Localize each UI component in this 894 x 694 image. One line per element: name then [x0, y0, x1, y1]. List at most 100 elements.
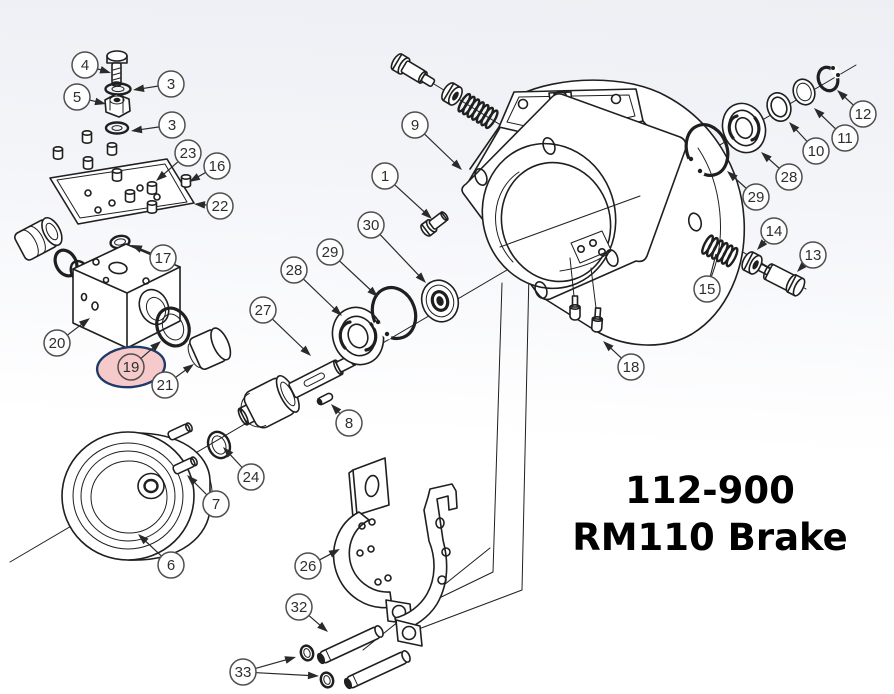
leader-arrowhead: [797, 261, 808, 272]
part-shaft-coupling: [237, 354, 357, 429]
callout-8[interactable]: 8: [331, 404, 363, 437]
callout-circle: [206, 192, 234, 220]
callout-4[interactable]: 4: [71, 51, 111, 79]
leader-arrowhead: [194, 201, 206, 209]
leader-arrowhead: [789, 122, 800, 133]
leader-arrowhead: [138, 534, 149, 545]
callout-circle: [799, 241, 827, 269]
title-line-1: 112-900: [625, 469, 795, 512]
callout-circle: [157, 551, 185, 579]
callout-circle: [693, 275, 721, 303]
callout-circle: [294, 552, 322, 580]
leader-arrowhead: [99, 66, 111, 74]
part-bolt-4: [106, 50, 128, 87]
callout-5[interactable]: 5: [63, 83, 106, 111]
part-plate-22: [49, 130, 195, 225]
callout-26[interactable]: 26: [294, 549, 340, 580]
callout-number: 29: [322, 244, 339, 261]
part-housing: [461, 79, 746, 346]
leader-arrowhead: [284, 656, 296, 664]
callout-number: 18: [623, 359, 640, 376]
callout-circle: [371, 162, 399, 190]
leader-arrowhead: [761, 152, 772, 163]
callout-number: 1: [381, 168, 389, 185]
callout-20[interactable]: 20: [43, 318, 90, 357]
callout-number: 26: [300, 558, 317, 575]
callout-14[interactable]: 14: [757, 217, 788, 250]
callout-23[interactable]: 23: [156, 139, 202, 181]
callout-circle: [742, 183, 770, 211]
callout-17[interactable]: 17: [131, 244, 177, 272]
callout-number: 33: [235, 664, 252, 681]
leader-arrowhead: [131, 245, 143, 253]
callout-circle: [157, 70, 185, 98]
callout-1[interactable]: 1: [371, 162, 432, 219]
leader-arrowhead: [133, 84, 145, 92]
callout-10[interactable]: 10: [789, 122, 830, 165]
callout-circle: [401, 111, 429, 139]
callout-3[interactable]: 3: [133, 70, 185, 98]
leader-arrowhead: [603, 341, 614, 352]
part-drum: [61, 431, 213, 561]
part-ring-11: [792, 78, 816, 106]
callout-13[interactable]: 13: [797, 241, 827, 272]
part-bolt-1: [420, 211, 449, 237]
callout-number: 28: [781, 169, 798, 186]
callout-number: 8: [345, 415, 353, 432]
callout-circle: [237, 463, 265, 491]
callout-circle: [802, 137, 830, 165]
callout-number: 29: [748, 189, 765, 206]
callout-30[interactable]: 30: [357, 211, 426, 283]
part-bearing-right: [721, 102, 767, 154]
callout-15[interactable]: 15: [693, 253, 721, 303]
callout-number: 7: [212, 496, 220, 513]
callout-32[interactable]: 32: [285, 593, 328, 632]
title-line-2: RM110 Brake: [572, 516, 848, 559]
callout-12[interactable]: 12: [837, 90, 877, 128]
part-oring-24: [206, 430, 232, 460]
leader-arrowhead: [223, 447, 234, 458]
part-orings-33: [299, 644, 335, 689]
callout-21[interactable]: 21: [151, 364, 194, 399]
leader-arrowhead: [421, 208, 432, 219]
callout-number: 15: [699, 281, 716, 298]
highlight-ellipse: [95, 345, 167, 389]
callout-28[interactable]: 28: [761, 152, 803, 191]
callout-28[interactable]: 28: [280, 256, 342, 316]
callout-number: 28: [286, 262, 303, 279]
callout-number: 12: [855, 106, 872, 123]
callout-27[interactable]: 27: [249, 296, 311, 356]
callout-11[interactable]: 11: [814, 108, 859, 152]
callout-number: 5: [73, 89, 81, 106]
callout-18[interactable]: 18: [603, 341, 645, 381]
callout-16[interactable]: 16: [189, 152, 231, 182]
callout-number: 17: [155, 250, 172, 267]
callout-3[interactable]: 3: [131, 111, 186, 139]
leader-arrowhead: [331, 404, 342, 415]
callout-22[interactable]: 22: [194, 192, 234, 220]
callout-number: 10: [808, 143, 825, 160]
callout-circle: [63, 83, 91, 111]
callout-9[interactable]: 9: [401, 111, 462, 170]
callout-circle: [316, 238, 344, 266]
part-snapring-right: [684, 123, 730, 177]
callout-number: 11: [837, 130, 853, 147]
callout-6[interactable]: 6: [138, 534, 185, 579]
callout-24[interactable]: 24: [223, 447, 265, 491]
leader-arrowhead: [837, 90, 848, 101]
callout-19[interactable]: 19: [95, 341, 167, 390]
leader-arrowhead: [331, 305, 342, 316]
leader-arrowhead: [757, 239, 768, 250]
callout-29[interactable]: 29: [727, 171, 770, 211]
alignment-line-right: [415, 271, 530, 631]
callout-29[interactable]: 29: [316, 238, 378, 297]
callout-circle: [285, 593, 313, 621]
callout-7[interactable]: 7: [187, 475, 230, 518]
callout-circle: [249, 296, 277, 324]
part-snapring-12: [816, 65, 841, 93]
callout-33[interactable]: 33: [229, 656, 319, 686]
callout-number: 3: [167, 76, 175, 93]
callout-circle: [849, 100, 877, 128]
leader-arrowhead: [367, 286, 378, 297]
